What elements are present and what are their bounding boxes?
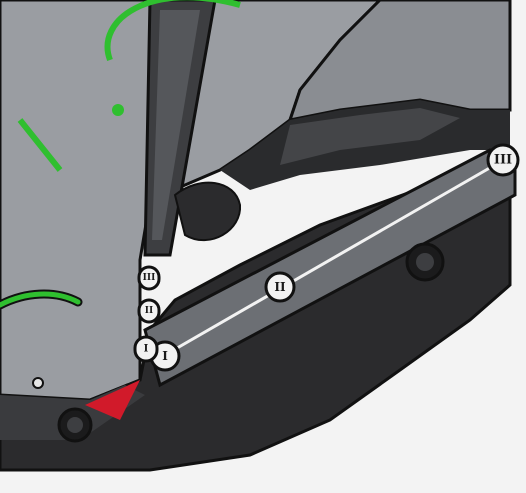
marker-small-bottom: I: [135, 337, 157, 361]
marker-small-top-label: III: [143, 273, 156, 283]
marker-small-middle: II: [139, 300, 159, 322]
green-watermark-dot: [112, 104, 124, 116]
small-screw: [33, 378, 43, 388]
marker-large-lower-label: I: [162, 349, 168, 363]
marker-large-upper: III: [488, 145, 518, 175]
bolt-right: [407, 244, 443, 280]
marker-large-middle-label: II: [274, 280, 286, 294]
marker-small-bottom-label: I: [144, 344, 149, 355]
marker-large-upper-label: III: [494, 153, 512, 168]
marker-small-top: III: [139, 267, 159, 289]
marker-large-middle: II: [266, 273, 294, 301]
bolt-left: [59, 409, 91, 441]
marker-small-middle-label: II: [145, 306, 153, 316]
